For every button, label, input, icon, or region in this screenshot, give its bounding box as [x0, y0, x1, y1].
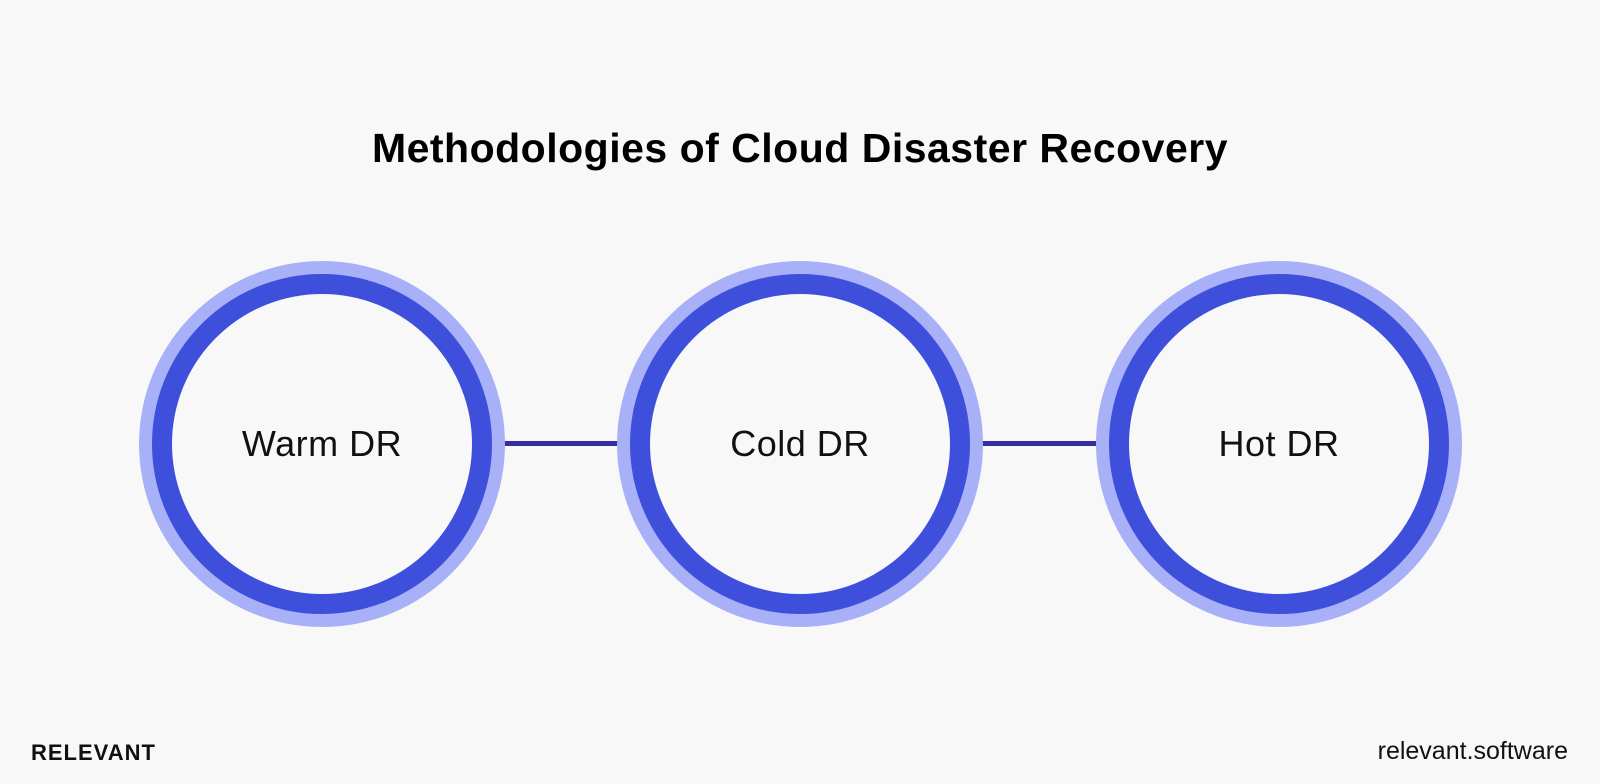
- node-hot-dr-ring: Hot DR: [1109, 274, 1449, 614]
- node-cold-dr-label: Cold DR: [730, 423, 870, 464]
- node-hot-dr-label: Hot DR: [1218, 423, 1340, 464]
- node-hot-dr: Hot DR: [1096, 261, 1462, 627]
- node-cold-dr: Cold DR: [617, 261, 983, 627]
- site-url: relevant.software: [1377, 737, 1568, 765]
- connector-warm-cold: [500, 441, 620, 446]
- node-warm-dr-ring: Warm DR: [152, 274, 492, 614]
- diagram-title: Methodologies of Cloud Disaster Recovery: [371, 125, 1229, 171]
- node-cold-dr-ring: Cold DR: [630, 274, 970, 614]
- node-warm-dr-label: Warm DR: [241, 423, 403, 464]
- connector-cold-hot: [980, 441, 1100, 446]
- node-warm-dr: Warm DR: [139, 261, 505, 627]
- brand-logo: RELEVANT: [31, 740, 156, 765]
